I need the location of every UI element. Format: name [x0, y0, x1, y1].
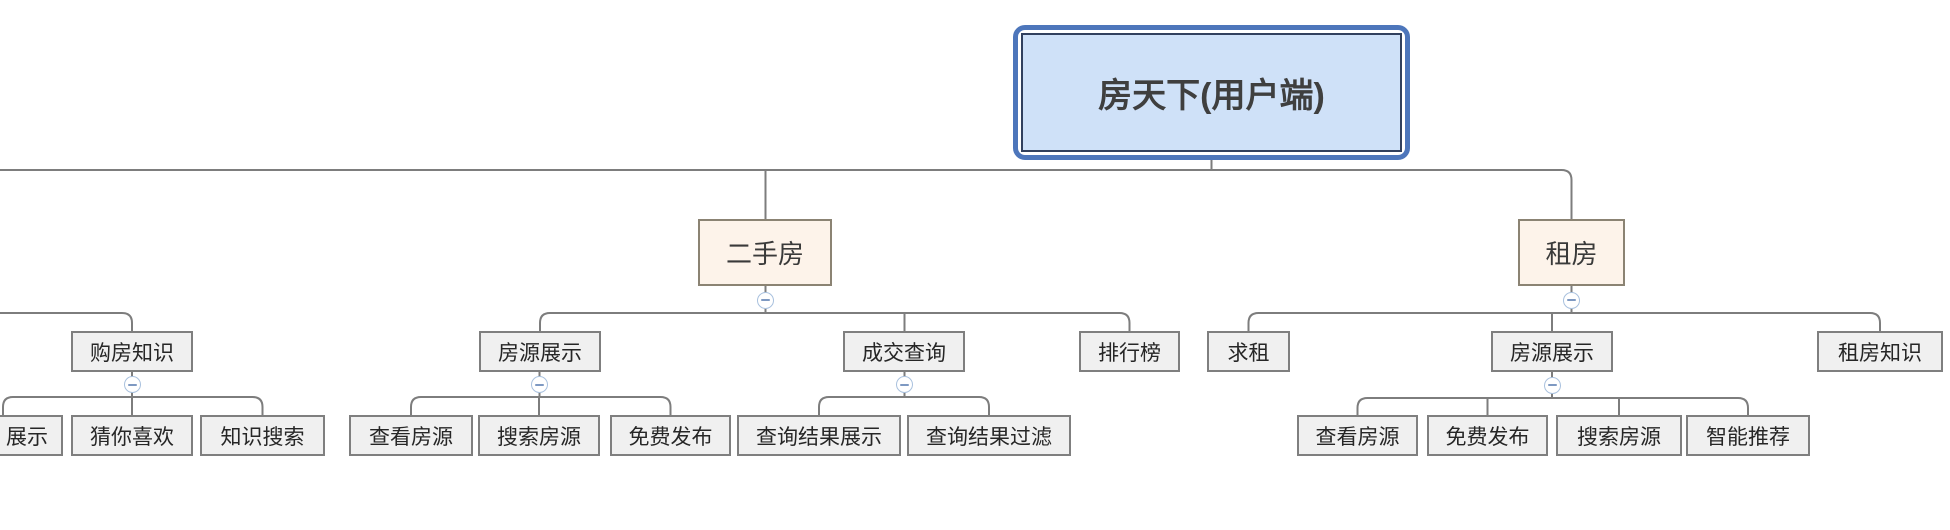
collapse-button-listing-display-2nd[interactable]: [531, 376, 548, 393]
node-display-clipped[interactable]: 展示: [0, 415, 63, 456]
node-buy-knowledge[interactable]: 购房知识: [71, 331, 193, 372]
node-rent-seek[interactable]: 求租: [1207, 331, 1290, 372]
node-smart-recommend[interactable]: 智能推荐: [1686, 415, 1810, 456]
node-guess-you-like[interactable]: 猜你喜欢: [71, 415, 193, 456]
node-root[interactable]: 房天下(用户端): [1013, 25, 1410, 160]
node-view-listings-rent[interactable]: 查看房源: [1297, 415, 1418, 456]
node-query-result-filter[interactable]: 查询结果过滤: [907, 415, 1071, 456]
node-knowledge-search[interactable]: 知识搜索: [200, 415, 325, 456]
minus-icon: [127, 383, 137, 386]
rail-offscreen-children: [0, 312, 133, 331]
node-free-publish-rent[interactable]: 免费发布: [1427, 415, 1548, 456]
node-ranking[interactable]: 排行榜: [1079, 331, 1180, 372]
node-search-listings-rent[interactable]: 搜索房源: [1556, 415, 1682, 456]
rail-root-children: [0, 169, 1573, 219]
root-topic-label: 房天下(用户端): [1021, 33, 1402, 152]
rail-deal-query-children: [818, 396, 990, 415]
node-listing-display-rent[interactable]: 房源展示: [1491, 331, 1613, 372]
rail-listing-2nd-children: [410, 396, 672, 415]
collapse-button-secondhand-house[interactable]: [757, 291, 774, 309]
collapse-button-deal-query[interactable]: [896, 376, 913, 393]
node-deal-query[interactable]: 成交查询: [843, 331, 965, 372]
minus-icon: [1547, 384, 1557, 386]
node-free-publish-2nd[interactable]: 免费发布: [610, 415, 731, 456]
node-rent-house[interactable]: 租房: [1518, 219, 1625, 286]
collapse-button-rent-house[interactable]: [1563, 291, 1580, 309]
minus-icon: [1567, 299, 1576, 301]
collapse-button-listing-display-rent[interactable]: [1543, 376, 1561, 394]
minus-icon: [535, 383, 544, 386]
node-search-listings-2nd[interactable]: 搜索房源: [478, 415, 600, 456]
rail-secondhand-children: [539, 312, 1131, 331]
minus-icon: [761, 299, 770, 301]
rail-listing-rent-children: [1356, 397, 1749, 415]
node-listing-display-2nd[interactable]: 房源展示: [479, 331, 601, 372]
node-query-result-display[interactable]: 查询结果展示: [737, 415, 901, 456]
minus-icon: [900, 383, 909, 386]
collapse-button-buy-knowledge[interactable]: [123, 376, 141, 393]
node-secondhand-house[interactable]: 二手房: [698, 219, 832, 286]
rail-rent-children: [1247, 312, 1881, 331]
node-view-listings-2nd[interactable]: 查看房源: [349, 415, 473, 456]
node-rent-knowledge[interactable]: 租房知识: [1817, 331, 1943, 372]
